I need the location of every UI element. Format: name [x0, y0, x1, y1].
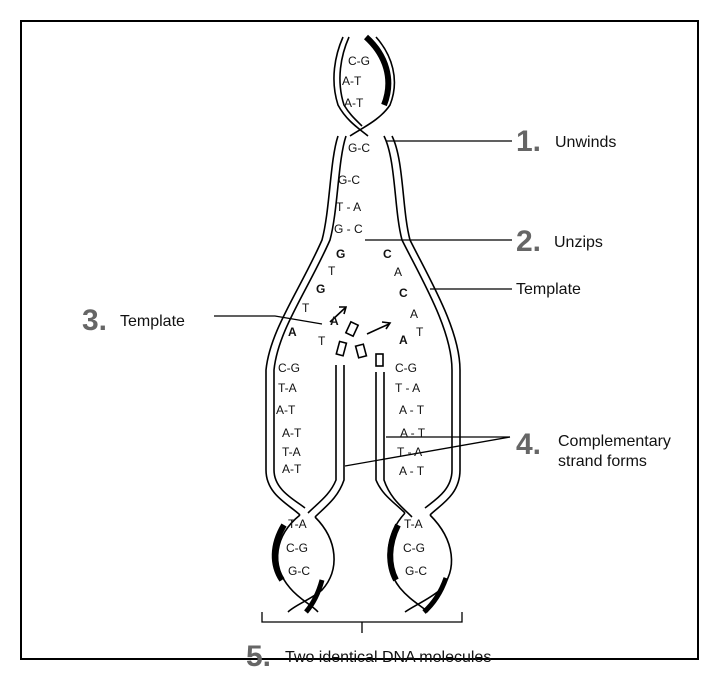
svg-text:A: A [288, 325, 297, 339]
svg-text:G-C: G-C [338, 173, 360, 187]
svg-text:T: T [416, 325, 424, 339]
step-3-label: Template [120, 313, 185, 330]
svg-text:T-A: T-A [278, 381, 297, 395]
top-helix-strand-a [333, 36, 369, 137]
svg-text:A-T: A-T [282, 462, 302, 476]
step-1-label: Unwinds [555, 134, 616, 151]
complementary-leader-line-1 [344, 436, 511, 467]
step-5-number: 5. [246, 640, 271, 673]
step-2-label: Unzips [554, 234, 603, 251]
step-5-label: Two identical DNA molecules [285, 649, 491, 666]
svg-text:G-C: G-C [348, 141, 370, 155]
svg-text:T: T [302, 301, 310, 315]
svg-text:A - T: A - T [399, 464, 425, 478]
top-helix-base-pairs: C-G A-T A-T [342, 54, 370, 110]
svg-text:A - T: A - T [400, 426, 426, 440]
svg-text:G-C: G-C [405, 564, 427, 578]
step-3-number: 3. [82, 304, 107, 337]
step-4: 4. Complementary strand forms [516, 428, 671, 470]
left-new-strand [307, 365, 337, 514]
step-2-number: 2. [516, 225, 541, 258]
template-left-leader-line [214, 315, 323, 325]
svg-text:A: A [399, 333, 408, 347]
left-bottom-helix-b [287, 516, 335, 613]
svg-text:T: T [328, 264, 336, 278]
svg-text:T - A: T - A [395, 381, 420, 395]
svg-text:T - A: T - A [397, 445, 422, 459]
step-1: 1. Unwinds [516, 125, 616, 158]
left-outer-strand [265, 135, 339, 516]
svg-text:A-T: A-T [282, 426, 302, 440]
step-3: 3. Template [82, 304, 185, 337]
svg-text:C: C [383, 247, 392, 261]
svg-text:G-C: G-C [288, 564, 310, 578]
stem-base-pairs: G-C G-C T - A G - C [334, 141, 370, 236]
step-5: 5. Two identical DNA molecules [246, 640, 491, 673]
step-4-label-line1: Complementary [558, 433, 671, 450]
svg-text:A-T: A-T [276, 403, 296, 417]
svg-text:T-A: T-A [288, 517, 307, 531]
primer-block [354, 343, 368, 359]
svg-text:C-G: C-G [286, 541, 308, 555]
right-outer-strand [391, 135, 461, 516]
svg-text:A: A [394, 265, 402, 279]
left-fork-bases: G T G T A T A [288, 247, 345, 348]
primer-block [335, 340, 348, 357]
top-helix-dark-band [363, 34, 392, 107]
right-bottom-dark-band [387, 523, 401, 582]
left-lower-base-pairs: C-G T-A A-T A-T T-A A-T [276, 361, 302, 476]
svg-text:G: G [316, 282, 325, 296]
primer-block [375, 353, 384, 367]
step-1-number: 1. [516, 125, 541, 158]
svg-text:C-G: C-G [348, 54, 370, 68]
direction-arrow [366, 323, 390, 335]
step-4-number: 4. [516, 428, 541, 461]
svg-text:A: A [330, 314, 339, 328]
primer-block [344, 320, 360, 338]
diagram-frame [20, 20, 699, 660]
right-lower-base-pairs: C-G T - A A - T A - T T - A A - T [395, 361, 426, 478]
right-new-strand [375, 372, 406, 514]
step-2: 2. Unzips [516, 225, 603, 258]
svg-text:A-T: A-T [344, 96, 364, 110]
svg-text:A - T: A - T [399, 403, 425, 417]
step-4-label-line2: strand forms [558, 453, 647, 470]
svg-text:T-A: T-A [404, 517, 423, 531]
left-bottom-helix-base-pairs: T-A C-G G-C [286, 517, 310, 578]
svg-text:A-T: A-T [342, 74, 362, 88]
svg-text:T - A: T - A [336, 200, 361, 214]
svg-text:T: T [318, 334, 326, 348]
right-fork-bases: C A C A T A [383, 247, 424, 347]
svg-text:C-G: C-G [278, 361, 300, 375]
svg-text:C-G: C-G [395, 361, 417, 375]
molecules-bracket [261, 612, 463, 633]
right-bottom-helix-base-pairs: T-A C-G G-C [403, 517, 427, 578]
direction-arrow [329, 307, 346, 323]
left-bottom-dark-band [271, 523, 287, 582]
svg-text:G: G [336, 247, 345, 261]
svg-text:A: A [410, 307, 418, 321]
svg-text:C: C [399, 286, 408, 300]
svg-text:G - C: G - C [334, 222, 363, 236]
top-helix-strand-b [349, 36, 396, 137]
svg-text:T-A: T-A [282, 445, 301, 459]
template-right-label: Template [516, 281, 581, 298]
svg-text:C-G: C-G [403, 541, 425, 555]
